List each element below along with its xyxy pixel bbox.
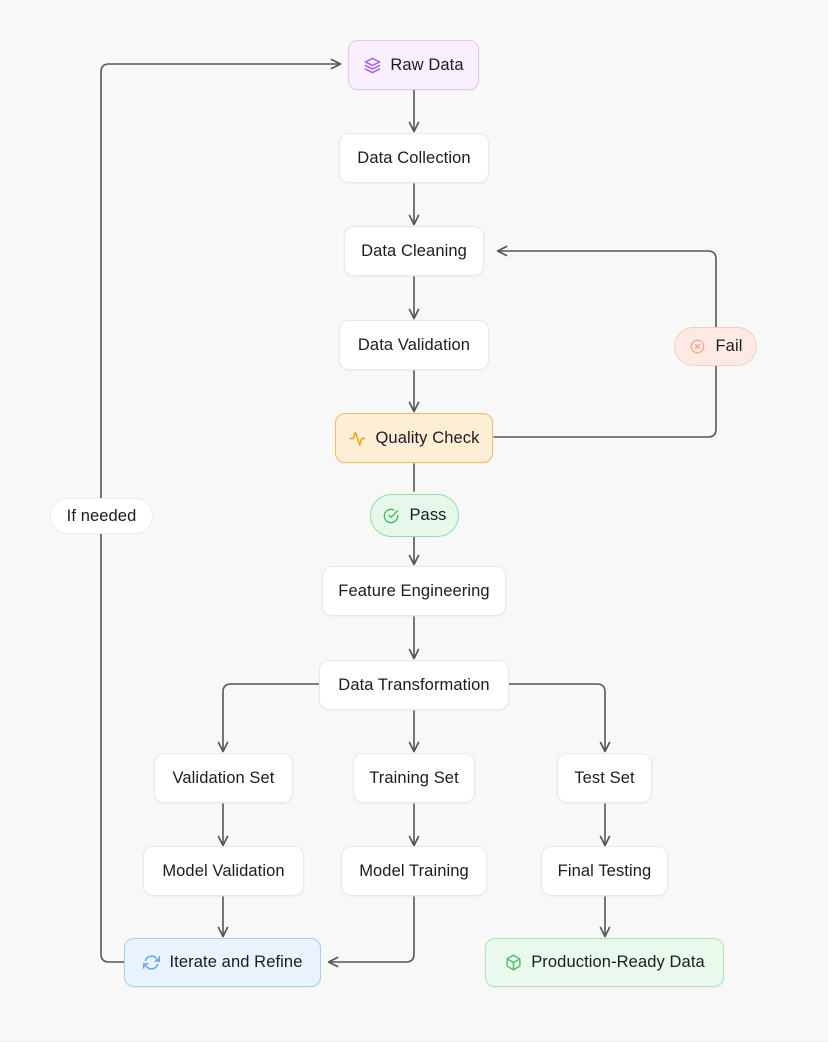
node-label: Final Testing	[557, 861, 652, 880]
node-training-set[interactable]: Training Set	[353, 753, 475, 803]
node-final-testing[interactable]: Final Testing	[541, 846, 668, 896]
node-label: Training Set	[369, 768, 459, 787]
node-label: Test Set	[574, 768, 635, 787]
x-circle-icon	[689, 338, 707, 356]
node-label: Data Collection	[357, 148, 471, 167]
layers-icon	[363, 56, 381, 74]
node-test-set[interactable]: Test Set	[557, 753, 652, 803]
node-model-training[interactable]: Model Training	[341, 846, 487, 896]
node-raw-data[interactable]: Raw Data	[348, 40, 479, 90]
node-label: Validation Set	[172, 768, 275, 787]
edge-model-training-to-iterate	[327, 896, 415, 968]
edge-transformation-to-test-set	[508, 683, 611, 753]
node-model-validation[interactable]: Model Validation	[143, 846, 304, 896]
node-if-needed-label[interactable]: If needed	[50, 498, 153, 534]
node-label: Fail	[715, 337, 743, 356]
check-circle-icon	[382, 507, 400, 525]
node-label: Data Transformation	[338, 675, 490, 694]
node-label: Pass	[409, 506, 447, 525]
node-label: Raw Data	[390, 55, 464, 74]
node-label: Model Training	[359, 861, 469, 880]
refresh-icon	[143, 954, 161, 972]
node-label: Data Validation	[357, 335, 471, 354]
node-data-cleaning[interactable]: Data Cleaning	[344, 226, 484, 276]
node-data-validation[interactable]: Data Validation	[339, 320, 489, 370]
box-icon	[504, 954, 522, 972]
node-data-transformation[interactable]: Data Transformation	[319, 660, 509, 710]
activity-icon	[348, 429, 366, 447]
node-production-ready-data[interactable]: Production-Ready Data	[485, 938, 724, 987]
node-fail-label[interactable]: Fail	[674, 327, 757, 366]
node-pass-label[interactable]: Pass	[370, 494, 459, 537]
node-data-collection[interactable]: Data Collection	[339, 133, 489, 183]
node-label: Feature Engineering	[338, 581, 490, 600]
node-validation-set[interactable]: Validation Set	[154, 753, 293, 803]
node-label: Iterate and Refine	[169, 953, 303, 972]
node-label: Model Validation	[162, 861, 285, 880]
node-label: Data Cleaning	[361, 241, 467, 260]
node-label: Quality Check	[375, 428, 480, 447]
node-iterate-and-refine[interactable]: Iterate and Refine	[124, 938, 321, 987]
edge-transformation-to-validation-set	[217, 683, 320, 753]
node-quality-check[interactable]: Quality Check	[335, 413, 493, 463]
node-label: Production-Ready Data	[531, 953, 705, 972]
node-label: If needed	[66, 506, 137, 525]
node-feature-engineering[interactable]: Feature Engineering	[322, 566, 506, 616]
